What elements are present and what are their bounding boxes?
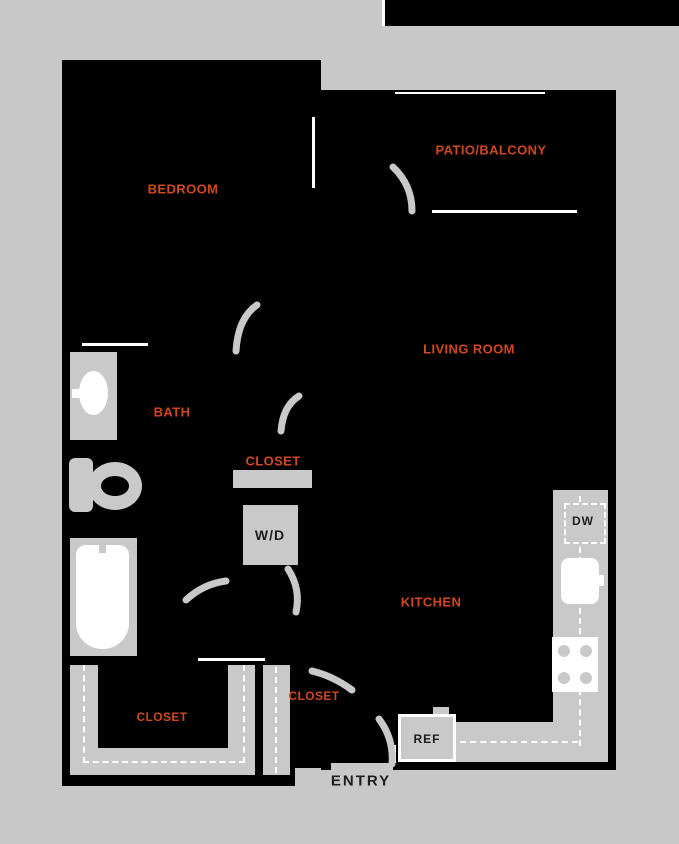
dishwasher-label: DW bbox=[572, 514, 594, 528]
burner bbox=[558, 672, 570, 684]
patio-balcony-label: PATIO/BALCONY bbox=[435, 142, 547, 158]
counter-centerline bbox=[579, 496, 581, 746]
wall-mass-top-right bbox=[385, 0, 679, 26]
bathtub-drain bbox=[99, 540, 106, 553]
stove bbox=[552, 637, 598, 692]
closet-shelf bbox=[233, 470, 312, 488]
wall-line bbox=[432, 210, 577, 213]
refrigerator-label: REF bbox=[413, 732, 441, 746]
refrigerator-hinge bbox=[433, 707, 449, 716]
toilet-bowl-center bbox=[101, 476, 129, 496]
entry-label: ENTRY bbox=[330, 772, 392, 790]
washer-dryer bbox=[243, 505, 298, 565]
wall-line bbox=[395, 92, 545, 94]
bedroom-closet-label: CLOSET bbox=[136, 710, 188, 724]
closet-rod bbox=[275, 667, 277, 773]
living-room-label: LIVING ROOM bbox=[423, 341, 515, 357]
washer-dryer-label: W/D bbox=[254, 527, 286, 543]
bedroom-label: BEDROOM bbox=[147, 181, 219, 197]
kitchen-label: KITCHEN bbox=[400, 594, 462, 610]
wall-line bbox=[382, 0, 385, 26]
burner bbox=[580, 672, 592, 684]
closet-rod bbox=[83, 665, 245, 763]
wall-line bbox=[198, 658, 265, 661]
bath-label: BATH bbox=[153, 404, 191, 420]
kitchen-faucet bbox=[586, 575, 604, 586]
entry-closet-label: CLOSET bbox=[288, 689, 340, 703]
burner bbox=[580, 645, 592, 657]
refrigerator bbox=[398, 714, 456, 762]
wall-line bbox=[394, 745, 396, 763]
wall-line bbox=[312, 117, 315, 188]
counter-centerline bbox=[460, 741, 578, 743]
entry-threshold bbox=[331, 763, 393, 771]
burner bbox=[558, 645, 570, 657]
wall-line bbox=[82, 343, 148, 346]
vanity-faucet bbox=[72, 389, 89, 398]
hall-closet-label: CLOSET bbox=[245, 453, 301, 469]
dishwasher bbox=[564, 503, 606, 544]
bathtub-basin bbox=[76, 545, 129, 649]
